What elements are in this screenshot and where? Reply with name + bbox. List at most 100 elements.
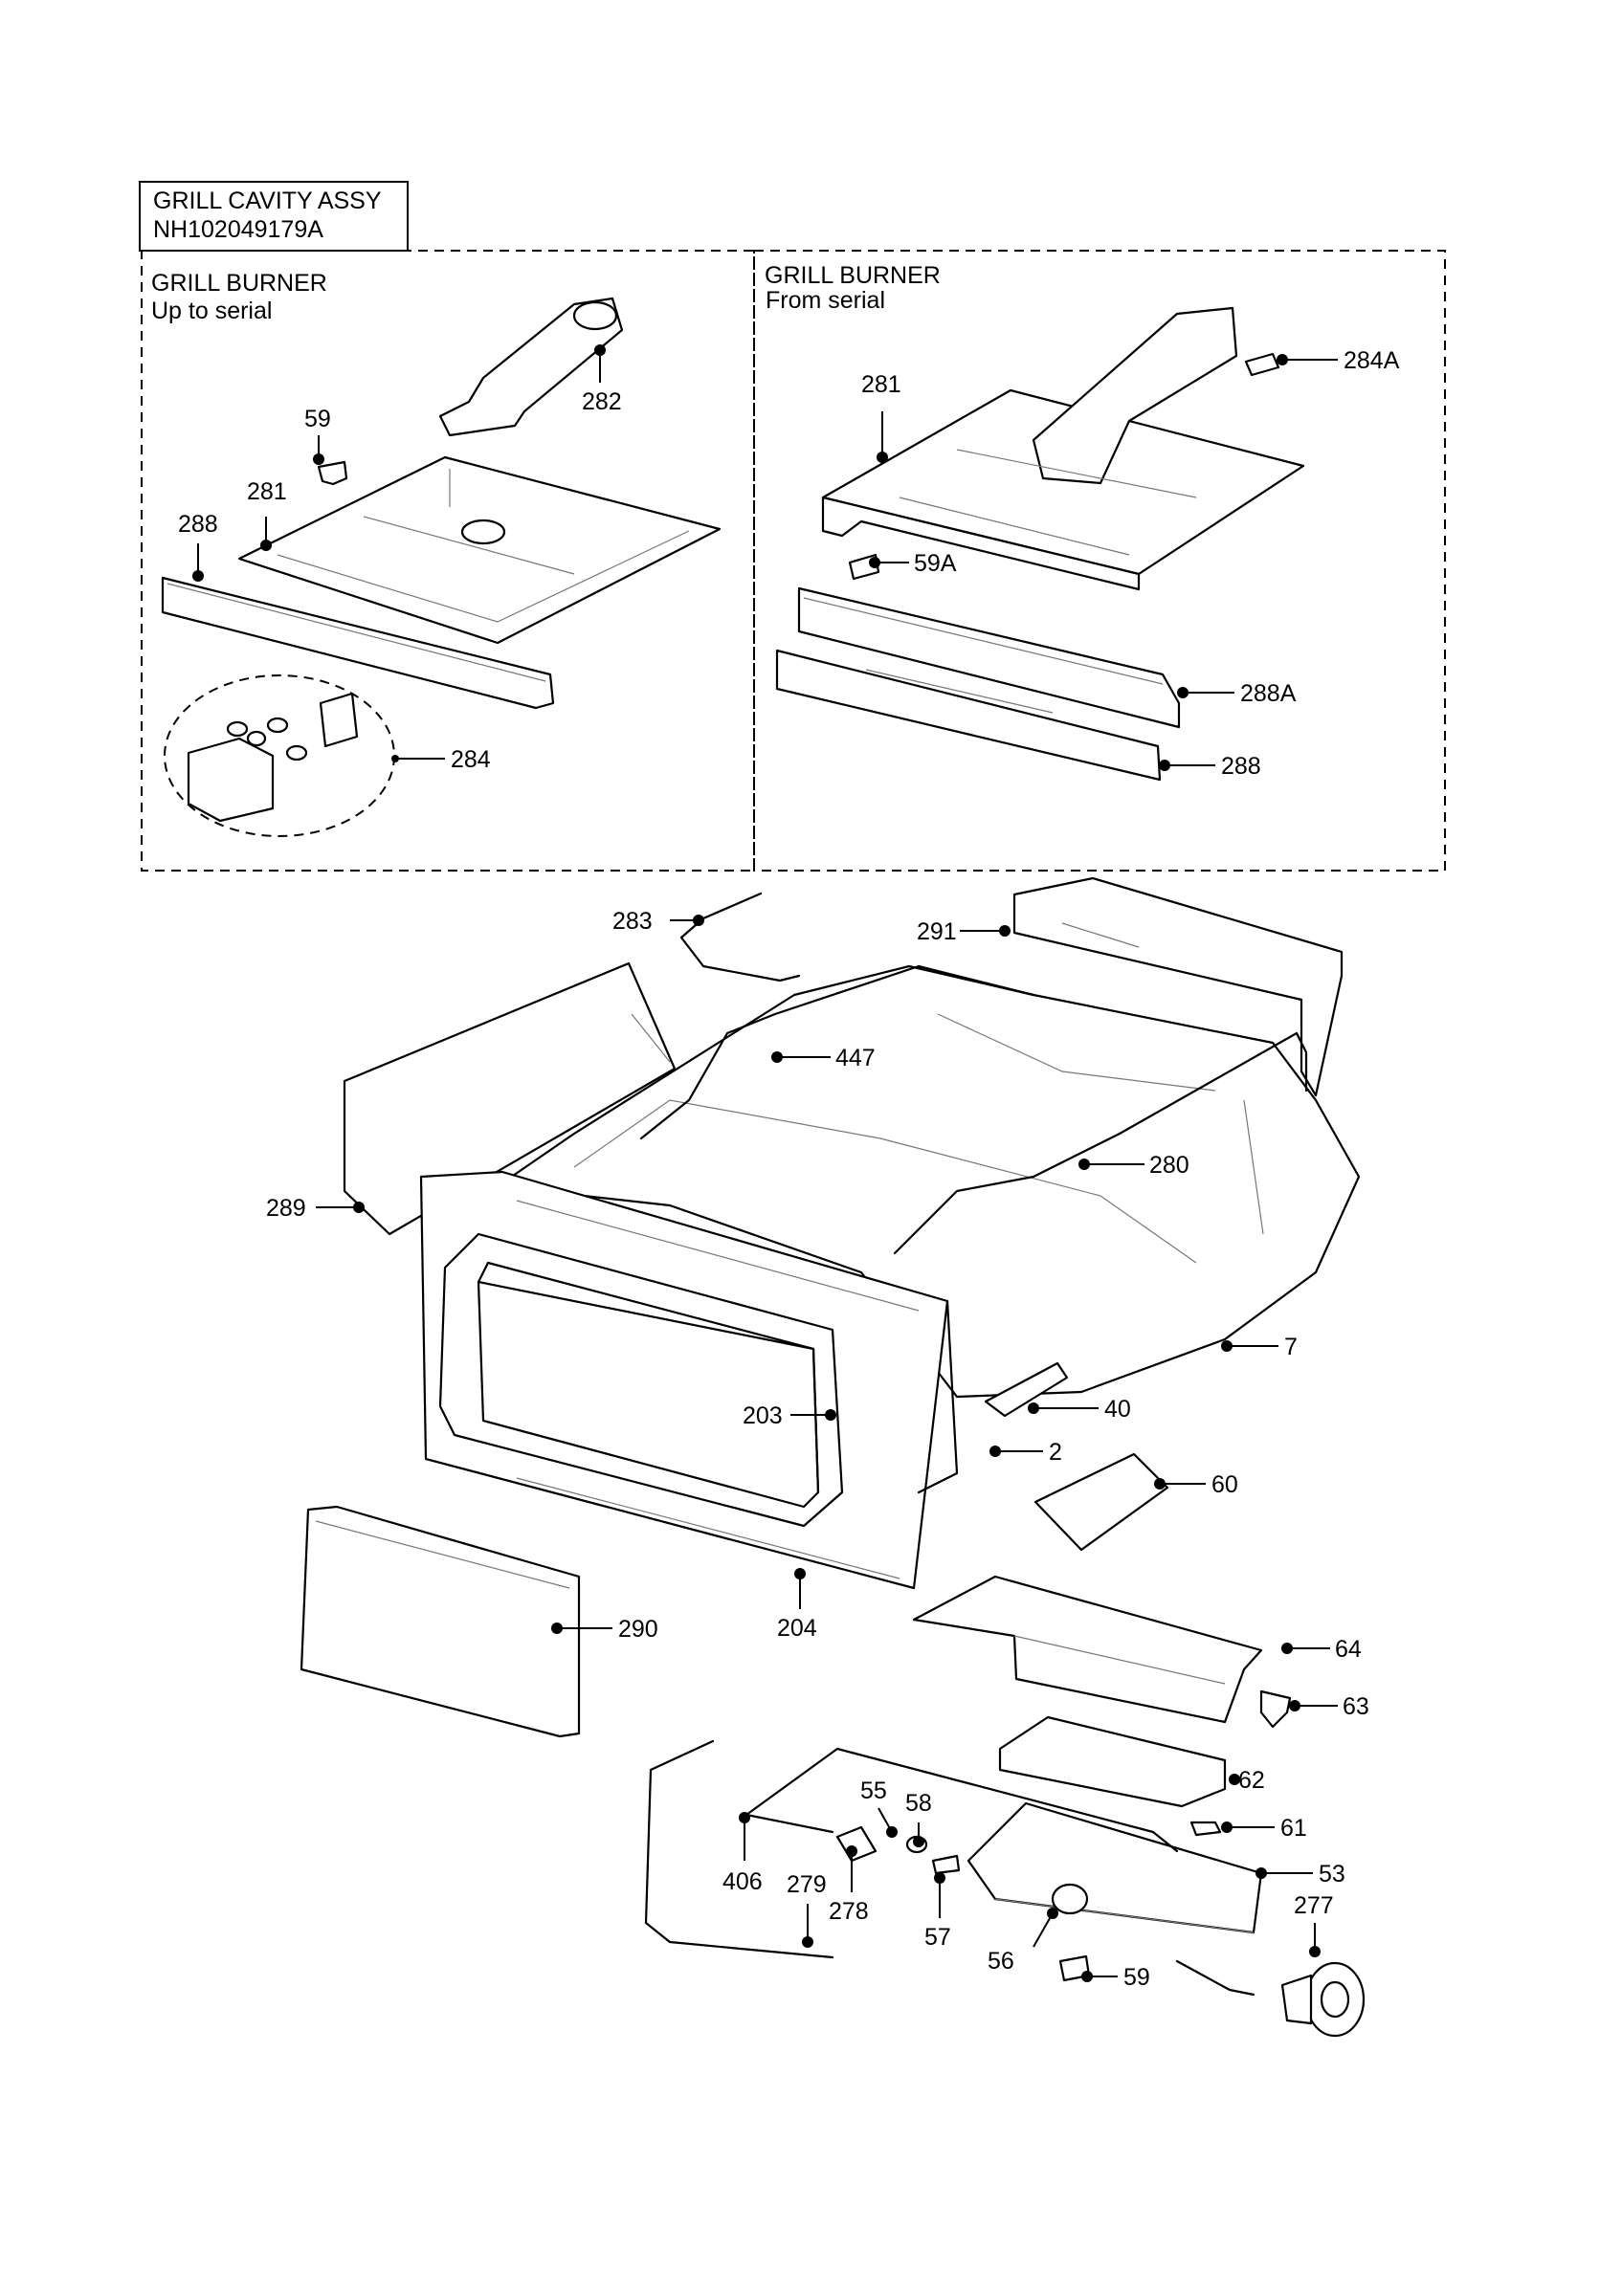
panel-right-subtitle: From serial: [766, 287, 885, 314]
callout-64: 64: [1281, 1636, 1362, 1663]
tube-280: [893, 1031, 1308, 1255]
callout-59-bottom: 59: [1081, 1964, 1150, 1991]
callout-277: 277: [1294, 1892, 1334, 1957]
svg-text:53: 53: [1319, 1861, 1345, 1888]
callout-281-right: 281: [861, 371, 901, 463]
callout-62: 62: [1229, 1767, 1265, 1794]
title-line-2: NH102049179A: [153, 216, 323, 243]
svg-text:57: 57: [924, 1924, 951, 1951]
main-assembly: 283 291 447 280 289 7 203 40: [266, 876, 1369, 2038]
callout-55: 55: [860, 1777, 898, 1838]
callout-59A: 59A: [869, 550, 957, 577]
callout-279: 279: [787, 1871, 827, 1948]
rear-housing-291: [1012, 876, 1344, 1097]
svg-text:279: 279: [787, 1871, 827, 1898]
part-61: [1189, 1821, 1222, 1837]
front-frame-204: [419, 1170, 949, 1590]
callout-58: 58: [905, 1790, 932, 1847]
inset-panels: [141, 250, 1446, 872]
svg-text:61: 61: [1280, 1815, 1307, 1842]
manifold-53: [967, 1801, 1263, 1934]
cavity-2: [917, 1299, 959, 1494]
svg-text:406: 406: [722, 1868, 763, 1895]
callout-61: 61: [1221, 1815, 1307, 1842]
svg-text:284: 284: [451, 746, 491, 773]
callout-7: 7: [1221, 1334, 1298, 1360]
valve-278: [835, 1825, 878, 1863]
svg-text:288A: 288A: [1240, 680, 1297, 707]
callout-53: 53: [1255, 1861, 1345, 1888]
callout-291: 291: [917, 918, 1011, 945]
bracket-60: [1033, 1452, 1169, 1552]
burner-tray-64: [912, 1575, 1263, 1724]
callout-56: 56: [988, 1908, 1058, 1975]
burner-tube-282: [438, 297, 624, 437]
title-line-1: GRILL CAVITY ASSY: [153, 188, 382, 214]
callout-280: 280: [1078, 1152, 1189, 1179]
svg-text:203: 203: [743, 1402, 783, 1429]
svg-text:60: 60: [1211, 1471, 1238, 1498]
callout-203: 203: [743, 1402, 836, 1429]
callout-63: 63: [1289, 1693, 1369, 1720]
bracket-40: [984, 1361, 1069, 1418]
door-gasket-203: [477, 1280, 820, 1494]
deflector-288-right: [775, 649, 1162, 782]
callout-57: 57: [924, 1872, 951, 1951]
part-57: [931, 1854, 961, 1875]
callout-290: 290: [551, 1616, 658, 1643]
svg-text:277: 277: [1294, 1892, 1334, 1919]
burner-plate-281: [237, 455, 722, 645]
clip-59: [317, 460, 348, 486]
callout-284A: 284A: [1277, 347, 1400, 374]
callout-278: 278: [829, 1845, 869, 1925]
callout-284: 284: [391, 746, 491, 773]
burner-plate-281-right: [821, 306, 1305, 591]
svg-text:7: 7: [1284, 1334, 1298, 1360]
svg-text:281: 281: [861, 371, 901, 398]
svg-text:288: 288: [1221, 753, 1261, 780]
callout-288-right: 288: [1159, 753, 1261, 780]
callout-2: 2: [989, 1439, 1062, 1466]
svg-text:62: 62: [1238, 1767, 1265, 1794]
callout-406: 406: [722, 1812, 763, 1895]
svg-text:281: 281: [247, 478, 287, 505]
svg-text:447: 447: [835, 1045, 876, 1071]
panel-left-subtitle: Up to serial: [151, 298, 272, 324]
callout-288A: 288A: [1177, 680, 1297, 707]
svg-text:40: 40: [1104, 1396, 1131, 1423]
svg-text:291: 291: [917, 918, 957, 945]
svg-text:280: 280: [1149, 1152, 1189, 1179]
svg-text:58: 58: [905, 1790, 932, 1817]
callout-282: 282: [582, 344, 622, 415]
callout-204: 204: [777, 1568, 817, 1642]
igniter-277: [1175, 1959, 1366, 2038]
ignitor-284A: [1244, 352, 1280, 377]
clip-63: [1259, 1689, 1292, 1729]
panel-left: GRILL BURNER Up to serial: [151, 270, 722, 837]
svg-text:283: 283: [612, 908, 653, 935]
svg-text:284A: 284A: [1344, 347, 1400, 374]
deflector-288: [161, 576, 555, 710]
side-panel-289: [343, 961, 677, 1236]
callout-283: 283: [612, 908, 704, 935]
callout-59-top: 59: [304, 406, 331, 465]
knob-56: [1051, 1883, 1089, 1915]
svg-text:204: 204: [777, 1615, 817, 1642]
panel-right-title: GRILL BURNER: [765, 262, 941, 289]
svg-text:55: 55: [860, 1777, 887, 1804]
ignition-parts-284: [164, 674, 395, 837]
svg-text:63: 63: [1343, 1693, 1369, 1720]
tube-406: [744, 1747, 1179, 1853]
tube-283: [679, 892, 801, 982]
lower-panel-290: [300, 1505, 581, 1738]
thermocouple-279: [644, 1739, 834, 1959]
svg-text:59: 59: [304, 406, 331, 432]
svg-text:282: 282: [582, 388, 622, 415]
callout-289: 289: [266, 1195, 365, 1222]
deflector-288A: [797, 586, 1181, 729]
svg-text:2: 2: [1049, 1439, 1062, 1466]
svg-text:64: 64: [1335, 1636, 1362, 1663]
callout-288-left: 288: [178, 511, 218, 582]
panel-left-title: GRILL BURNER: [151, 270, 327, 297]
